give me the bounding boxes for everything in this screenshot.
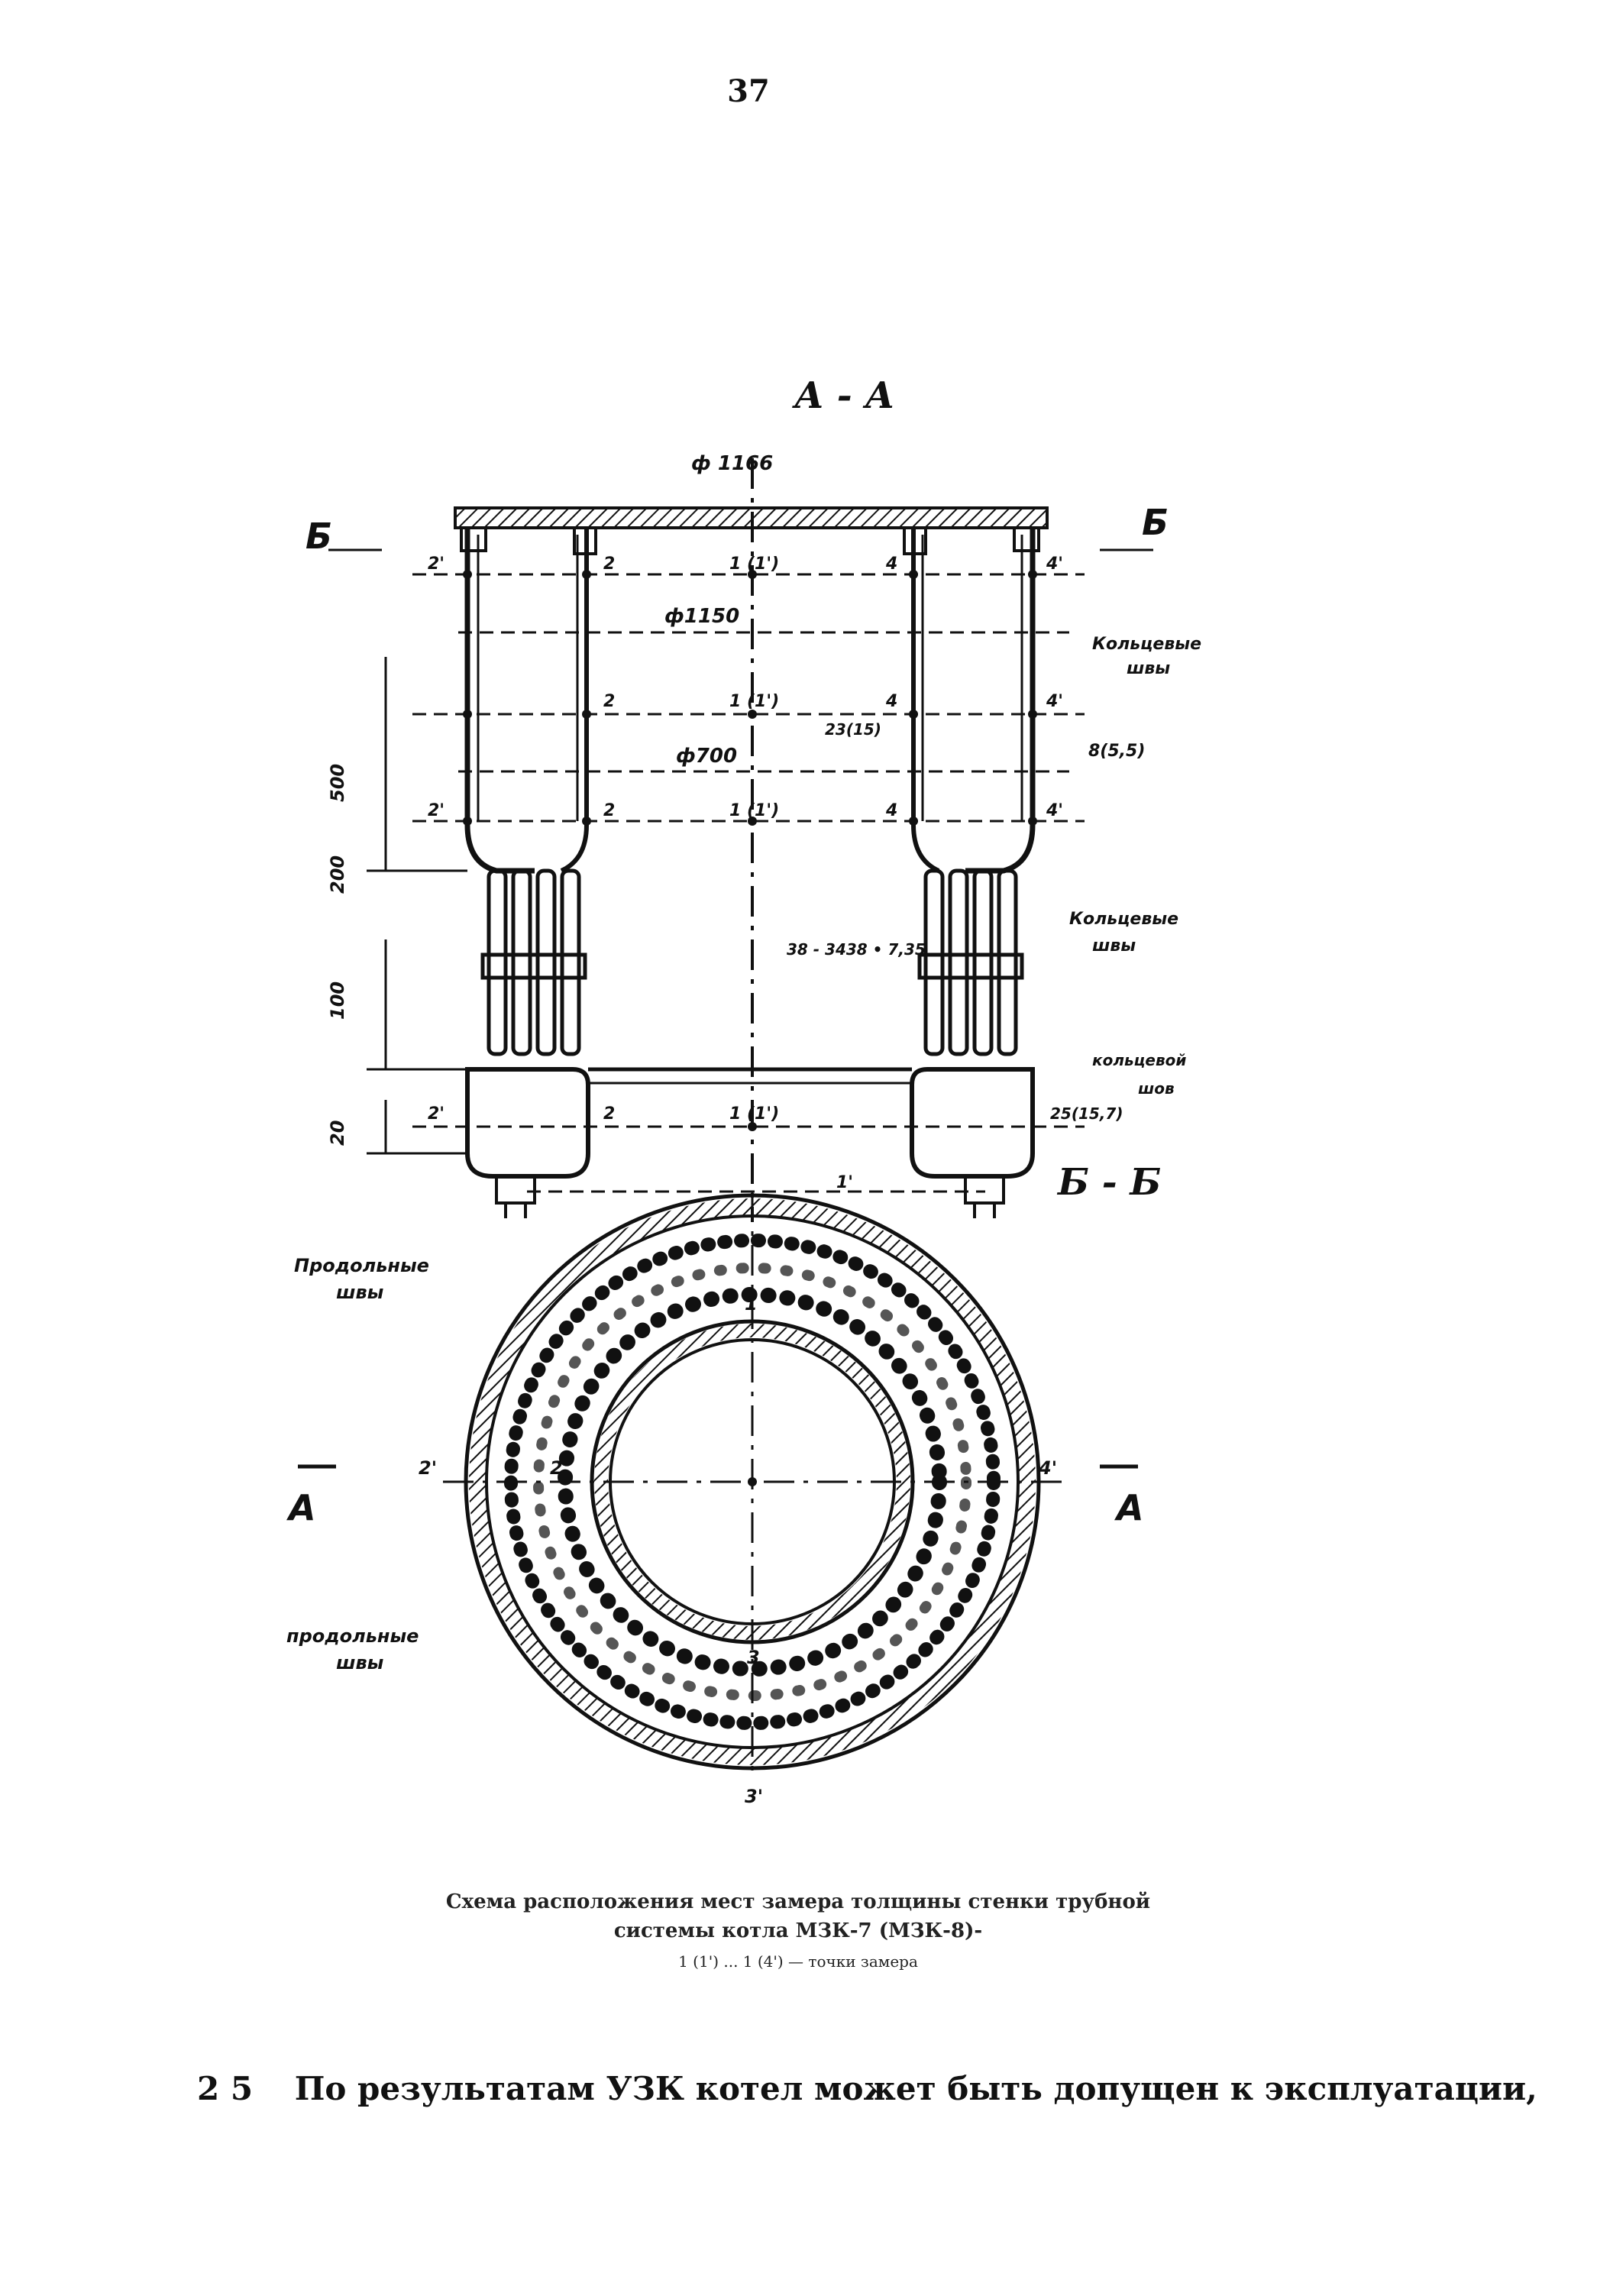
label-long-seam-1b: швы bbox=[336, 1282, 384, 1303]
point-label: 1 (1') bbox=[729, 1104, 779, 1124]
label-b-left: Б bbox=[305, 516, 332, 557]
section-b-b-drawing bbox=[298, 1192, 1138, 1780]
point-label: 3' bbox=[745, 1786, 763, 1807]
label-pipe-spec: 38 - 3438 • 7,35 bbox=[787, 940, 926, 959]
label-frac: 23(15) bbox=[825, 720, 881, 739]
point-label: 2' bbox=[419, 1457, 437, 1479]
point-label: 4' bbox=[1046, 801, 1063, 820]
label-ring-seam-3: кольцевой bbox=[1092, 1051, 1186, 1069]
label-ring-seam-1b: швы bbox=[1127, 659, 1170, 678]
lower-collector bbox=[465, 1067, 590, 1179]
label-ring-seam-3b: шов bbox=[1138, 1079, 1175, 1098]
clause-text: По результатам УЗК котел может быть допу… bbox=[294, 2070, 1537, 2107]
point-label: 2 bbox=[603, 1104, 615, 1124]
clause-paragraph: 2 5 По результатам УЗК котел может быть … bbox=[197, 2070, 1537, 2107]
dim-200: 200 bbox=[327, 855, 348, 894]
boiler-drawing: ф 1166 ф1150 ф700 Б Б Кольцевые швы 8(5,… bbox=[286, 452, 1201, 1807]
section-a-a-drawing bbox=[328, 458, 1153, 1222]
page-number: 37 bbox=[727, 73, 770, 109]
point-label: 3 bbox=[747, 1647, 760, 1668]
point-label: 4 bbox=[885, 801, 897, 820]
point-label: 2 bbox=[603, 555, 615, 574]
section-title-b-b: Б - Б bbox=[1058, 1161, 1162, 1204]
point-label: 1 (1') bbox=[729, 801, 779, 820]
figure-caption-legend: 1 (1') ... 1 (4') — точки замера bbox=[678, 1952, 918, 1971]
point-label: 2 bbox=[603, 801, 615, 820]
point-label: 4 bbox=[885, 692, 897, 711]
label-ring-seam-2b: швы bbox=[1092, 936, 1136, 956]
point-label: 4 bbox=[885, 555, 897, 574]
dim-100: 100 bbox=[327, 981, 348, 1020]
point-label: 1 (1') bbox=[729, 555, 779, 574]
label-a-left: А bbox=[286, 1487, 316, 1528]
point-label: 2' bbox=[428, 1104, 445, 1124]
label-thickness-25: 25(15,7) bbox=[1050, 1104, 1123, 1123]
label-long-seam-1: Продольные bbox=[294, 1255, 429, 1276]
figure-caption-line1: Схема расположения мест замера толщины с… bbox=[445, 1890, 1151, 1913]
point-label: 4' bbox=[1046, 692, 1063, 711]
point-label: 1 bbox=[745, 1293, 758, 1315]
label-dia-top: ф 1166 bbox=[691, 452, 773, 475]
point-label: 4' bbox=[1038, 1457, 1057, 1479]
tube-bundle-right bbox=[917, 868, 1024, 1056]
clause-number: 2 5 bbox=[197, 2070, 254, 2107]
point-label: 2' bbox=[428, 555, 445, 574]
dim-20: 20 bbox=[327, 1121, 348, 1146]
figure-caption-line2: системы котла МЗК-7 (МЗК-8)- bbox=[613, 1919, 983, 1942]
dim-500: 500 bbox=[327, 764, 348, 802]
label-long-seam-2b: швы bbox=[336, 1652, 384, 1673]
label-b-right: Б bbox=[1142, 502, 1169, 543]
section-title-a-a: А - А bbox=[794, 374, 895, 417]
label-ring-seam-1: Кольцевые bbox=[1092, 635, 1201, 654]
point-label: 1 (1') bbox=[729, 692, 779, 711]
point-label: 2 bbox=[550, 1457, 563, 1479]
label-thickness-8: 8(5,5) bbox=[1088, 742, 1145, 761]
point-label: 2' bbox=[428, 801, 445, 820]
point-label: 1' bbox=[836, 1173, 853, 1192]
tube-bundle-left bbox=[480, 868, 587, 1056]
label-a-right: А bbox=[1114, 1487, 1144, 1528]
label-long-seam-2: продольные bbox=[286, 1625, 419, 1647]
label-dia-700: ф700 bbox=[676, 745, 737, 768]
label-dia-1150: ф1150 bbox=[664, 605, 739, 628]
point-label: 2 bbox=[603, 692, 615, 711]
point-label: 4' bbox=[1046, 555, 1063, 574]
label-ring-seam-2: Кольцевые bbox=[1069, 910, 1178, 929]
